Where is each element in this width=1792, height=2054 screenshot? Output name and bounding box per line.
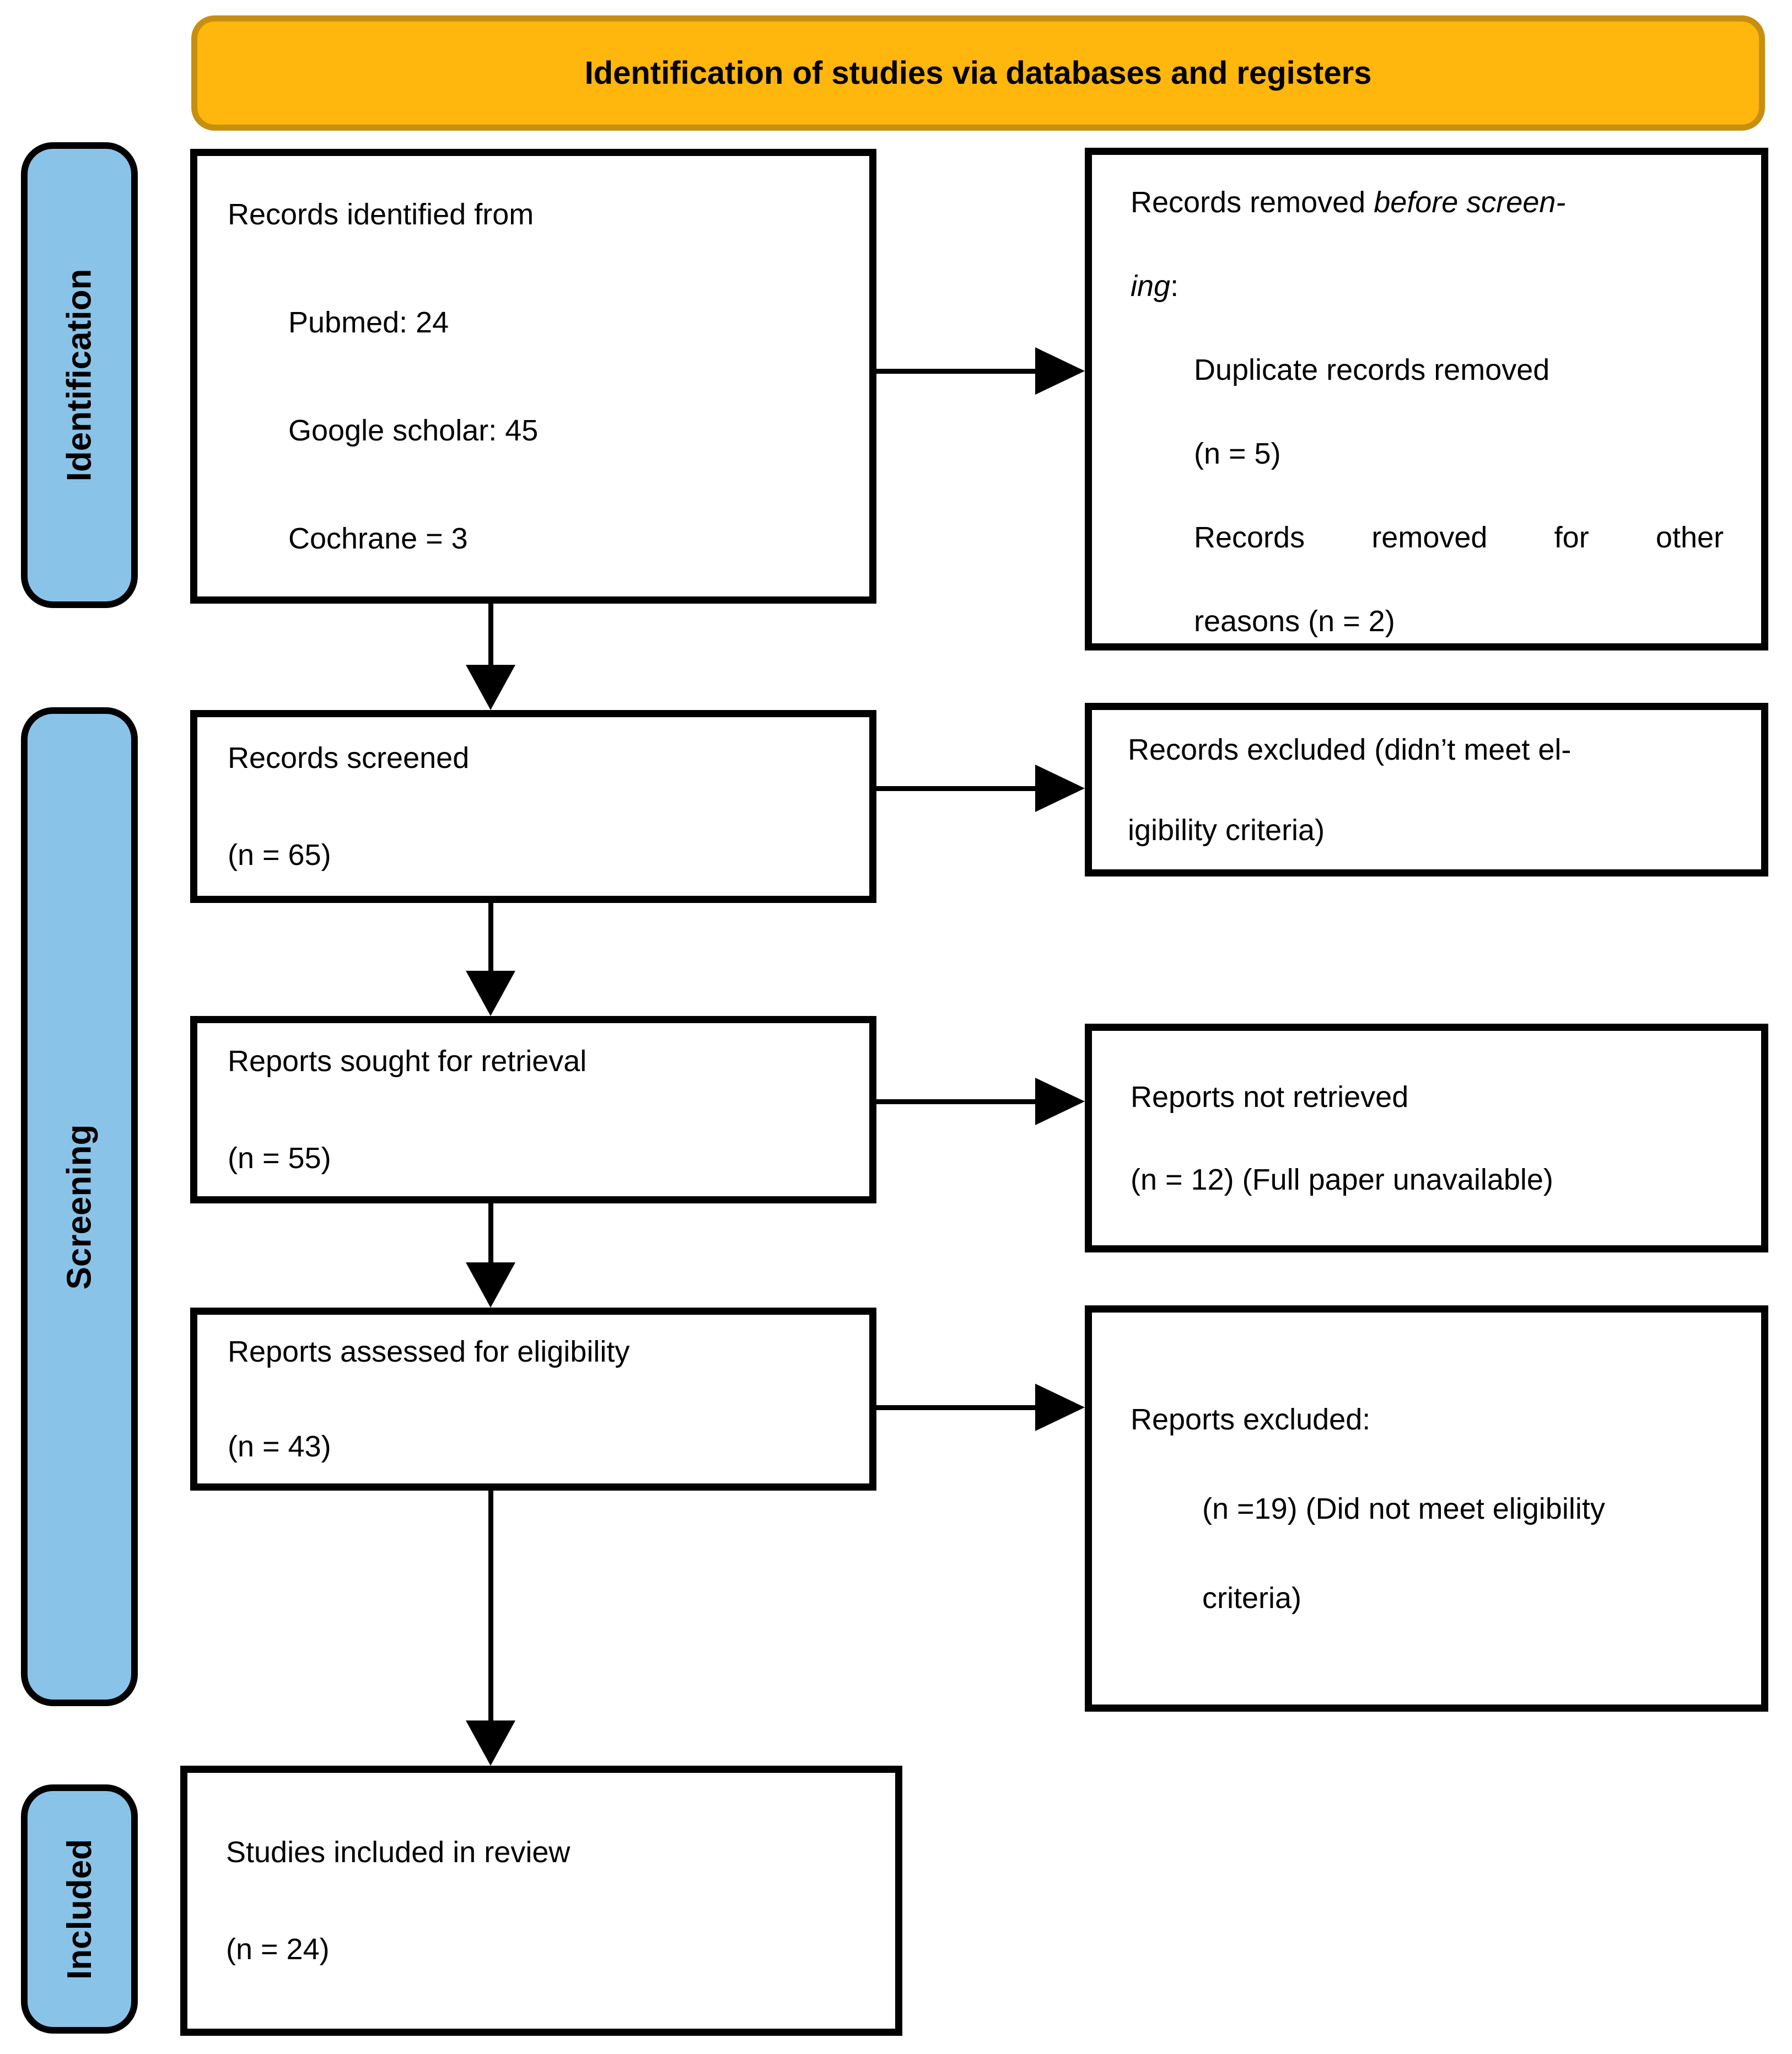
text-line: (n = 12) (Full paper unavailable) — [1131, 1163, 1553, 1196]
text-segment-italic: ing — [1131, 270, 1171, 303]
arrow-line — [488, 1491, 493, 1722]
arrow-line — [876, 1099, 1036, 1104]
arrow-head — [1035, 1384, 1085, 1431]
arrow-line — [876, 369, 1036, 374]
arrow-head — [1035, 347, 1085, 395]
text-line: criteria) — [1202, 1581, 1302, 1615]
text-line: Records excluded (didn’t meet el- — [1128, 733, 1572, 766]
stage-screening: Screening — [21, 707, 138, 1706]
box-reports-not-retrieved: Reports not retrieved (n = 12) (Full pap… — [1085, 1024, 1768, 1252]
banner-identification-via-databases: Identification of studies via databases … — [191, 15, 1765, 131]
text-line: Duplicate records removed — [1194, 353, 1550, 386]
text-segment: : — [1170, 270, 1179, 303]
text-line: (n = 43) — [228, 1430, 331, 1463]
text-line: (n = 55) — [228, 1142, 331, 1175]
text-line: (n =19) (Did not meet eligibility — [1202, 1492, 1605, 1525]
arrow-head — [1035, 1078, 1085, 1125]
arrow-head — [466, 1720, 515, 1766]
text-line: Studies included in review — [226, 1836, 571, 1869]
stage-included-label: Included — [60, 1838, 99, 1980]
text-line: Records removed for other — [1194, 521, 1724, 554]
box-studies-included: Studies included in review (n = 24) — [180, 1766, 902, 2036]
text-line: Reports not retrieved — [1131, 1080, 1409, 1114]
arrow-head — [466, 1262, 515, 1308]
box-records-removed: Records removed before screen- ing: Dupl… — [1085, 148, 1768, 650]
arrow-head — [1035, 765, 1085, 812]
text-line: (n = 24) — [226, 1933, 330, 1966]
text-line: (n = 65) — [228, 838, 331, 872]
arrow-line — [876, 786, 1036, 791]
box-reports-assessed: Reports assessed for eligibility (n = 43… — [190, 1308, 876, 1491]
text-line: igibility criteria) — [1128, 813, 1325, 847]
text-line: Records removed before screen- — [1131, 160, 1728, 244]
text-line: Cochrane = 3 — [288, 521, 468, 555]
box-records-excluded: Records excluded (didn’t meet el- igibil… — [1085, 703, 1768, 877]
arrow-line — [488, 604, 493, 666]
arrow-line — [488, 903, 493, 972]
stage-identification: Identification — [21, 142, 138, 608]
text-line: Records identified from — [228, 197, 534, 231]
text-line: Reports excluded: — [1131, 1402, 1371, 1436]
text-line: Pubmed: 24 — [288, 305, 449, 339]
banner-title: Identification of studies via databases … — [584, 55, 1372, 91]
text-line: (n = 5) — [1194, 437, 1281, 470]
arrow-head — [466, 665, 515, 710]
arrow-line — [488, 1203, 493, 1264]
box-reports-excluded: Reports excluded: (n =19) (Did not meet … — [1085, 1305, 1768, 1712]
text-line: ing: — [1131, 244, 1728, 328]
arrow-head — [466, 971, 515, 1016]
stage-identification-label: Identification — [60, 268, 99, 482]
box-reports-sought: Reports sought for retrieval (n = 55) — [190, 1016, 876, 1203]
text-segment: Records removed — [1131, 186, 1374, 219]
text-line: Records screened — [228, 741, 470, 775]
box-records-identified: Records identified from Pubmed: 24 Googl… — [190, 149, 876, 604]
stage-included: Included — [21, 1784, 138, 2034]
text-line: Reports sought for retrieval — [228, 1045, 587, 1078]
stage-screening-label: Screening — [60, 1124, 99, 1289]
text-segment-italic: before screen- — [1374, 186, 1566, 219]
text-line: Reports assessed for eligibility — [228, 1335, 630, 1368]
text-line: reasons (n = 2) — [1194, 605, 1395, 638]
text-line: Google scholar: 45 — [288, 413, 539, 447]
arrow-line — [876, 1405, 1036, 1410]
box-records-screened: Records screened (n = 65) — [190, 710, 876, 903]
